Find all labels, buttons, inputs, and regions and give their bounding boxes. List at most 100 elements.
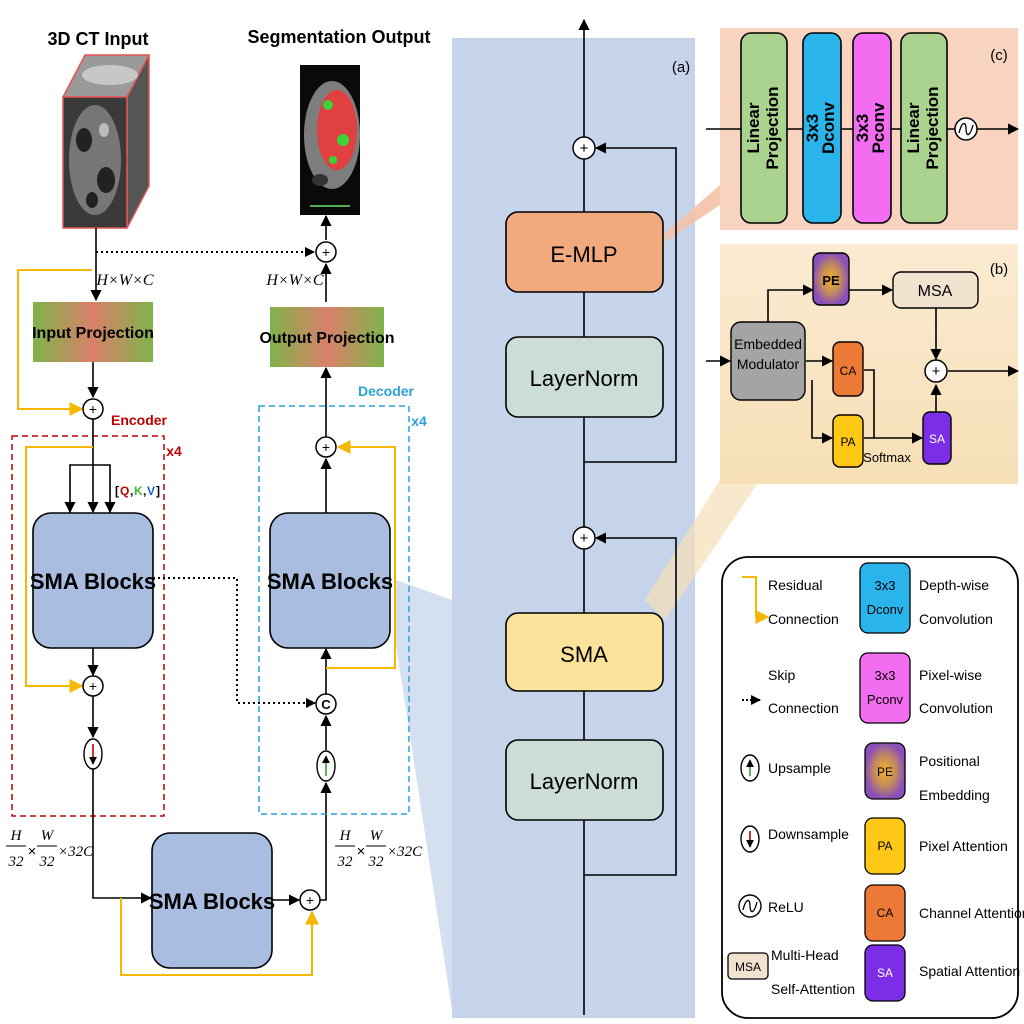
svg-text:]: ] xyxy=(156,484,160,498)
legend-msa-icon: MSA xyxy=(735,960,761,974)
qkv-split-lines xyxy=(69,464,111,513)
zoom-wedge-sma-detail xyxy=(645,480,760,620)
pa-label: PA xyxy=(840,435,855,449)
legend-skip-a: Skip xyxy=(768,667,795,683)
legend-residual-b: Connection xyxy=(768,611,839,627)
encoder-box xyxy=(11,435,165,817)
add-icon: + xyxy=(315,241,337,263)
linear-label-b: Projection xyxy=(763,86,782,169)
svg-text:+: + xyxy=(306,892,314,908)
output-projection-block xyxy=(270,307,384,367)
linear-projection-block-2 xyxy=(900,32,948,224)
svg-text:[: [ xyxy=(115,484,119,498)
relu-legend-icon xyxy=(738,894,762,918)
decoder-sma-label: SMA Blocks xyxy=(267,569,393,594)
input-dims: H×W×C xyxy=(95,272,153,289)
zoom-wedge-emlp xyxy=(665,185,720,242)
pa-arrow xyxy=(811,380,834,444)
legend-residual-a: Residual xyxy=(768,577,822,593)
legend-pe-icon: PE xyxy=(877,765,893,779)
concat-label: C xyxy=(321,697,331,712)
legend-pixelwise-b: Convolution xyxy=(919,700,993,716)
encoder-repeat: x4 xyxy=(166,443,182,459)
legend-downsample: Downsample xyxy=(768,826,849,842)
relu-icon xyxy=(954,117,978,141)
dims-times: × xyxy=(28,843,37,860)
msa-legend-icon xyxy=(727,952,769,980)
pe-legend-icon xyxy=(864,742,906,800)
modulator-label-a: Embedded xyxy=(734,336,802,352)
residual-line-lower xyxy=(584,532,677,876)
svg-text:+: + xyxy=(932,363,941,380)
legend-pixelwise-a: Pixel-wise xyxy=(919,667,982,683)
pa-block xyxy=(832,414,864,468)
add-icon: + xyxy=(299,889,321,911)
svg-text:+: + xyxy=(322,244,330,260)
pe-arrow xyxy=(767,284,815,325)
frac-w-num: W xyxy=(41,828,55,844)
qkv-k: K xyxy=(134,484,143,498)
frac-w-den: 32 xyxy=(39,854,56,870)
layernorm-top-label: LayerNorm xyxy=(530,366,639,391)
dconv-label-a: 3x3 xyxy=(803,114,822,142)
upsample-icon xyxy=(316,750,336,782)
sa-block xyxy=(922,411,952,465)
pconv-label-a: 3x3 xyxy=(853,114,872,142)
encoder-bottleneck-dims: H 32 × W 32 ×32C xyxy=(6,828,94,870)
legend-dconv-b: Dconv xyxy=(867,602,904,617)
encoder-sma-label: SMA Blocks xyxy=(30,569,156,594)
dims-32c: ×32C xyxy=(58,844,94,860)
frac-h-den: 32 xyxy=(8,854,25,870)
sa-legend-icon xyxy=(864,944,906,1002)
legend-relu: ReLU xyxy=(768,899,804,915)
emlp-block xyxy=(505,211,664,293)
decoder-label: Decoder xyxy=(358,383,415,399)
to-bottleneck-arrow xyxy=(92,769,153,904)
linear-projection-block xyxy=(740,32,788,224)
input-projection-block xyxy=(33,302,153,362)
legend-depthwise-a: Depth-wise xyxy=(919,577,989,593)
dconv-block xyxy=(802,32,842,224)
emlp-label: E-MLP xyxy=(550,242,617,267)
input-residual-connection xyxy=(17,269,92,416)
linear2-label-b: Projection xyxy=(923,86,942,169)
output-dims: H×W×C xyxy=(265,272,323,289)
frac-w-num: W xyxy=(370,828,384,844)
svg-text:+: + xyxy=(322,439,330,455)
legend-ca-icon: CA xyxy=(877,906,894,920)
layernorm-top-block xyxy=(505,336,664,418)
ca-out-line xyxy=(864,369,875,438)
panel-b-label: (b) xyxy=(990,261,1008,278)
input-title: 3D CT Input xyxy=(48,29,149,49)
qkv-v: V xyxy=(147,484,155,498)
residual-connection-icon xyxy=(742,576,770,624)
sa-label: SA xyxy=(929,432,945,446)
pconv-legend-icon xyxy=(859,652,911,724)
encoder-label: Encoder xyxy=(111,412,168,428)
add-icon: + xyxy=(924,359,948,383)
msa-block xyxy=(892,271,979,309)
add-icon: + xyxy=(82,675,104,697)
panel-c-label: (c) xyxy=(990,47,1008,64)
downsample-icon xyxy=(83,738,103,770)
layernorm-bottom-label: LayerNorm xyxy=(530,769,639,794)
pe-block xyxy=(812,252,850,306)
linear-label-a: Linear xyxy=(744,102,763,153)
legend-pconv-b: Pconv xyxy=(867,692,904,707)
downsample-icon xyxy=(740,825,760,853)
legend-upsample: Upsample xyxy=(768,760,831,776)
svg-text:+: + xyxy=(89,401,97,417)
add-icon: + xyxy=(572,136,596,160)
legend-pixel-attention: Pixel Attention xyxy=(919,838,1008,854)
pe-label: PE xyxy=(822,273,840,288)
add-icon: + xyxy=(315,436,337,458)
svg-text:+: + xyxy=(89,678,97,694)
input-projection-label: Input Projection xyxy=(32,325,154,342)
segmentation-output-image xyxy=(300,65,360,215)
residual-line-upper xyxy=(584,142,677,463)
sma-label: SMA xyxy=(560,642,608,667)
legend-channel-attention: Channel Attention xyxy=(919,905,1024,921)
encoder-residual-connection xyxy=(25,446,93,693)
legend-pconv-a: 3x3 xyxy=(875,668,896,683)
